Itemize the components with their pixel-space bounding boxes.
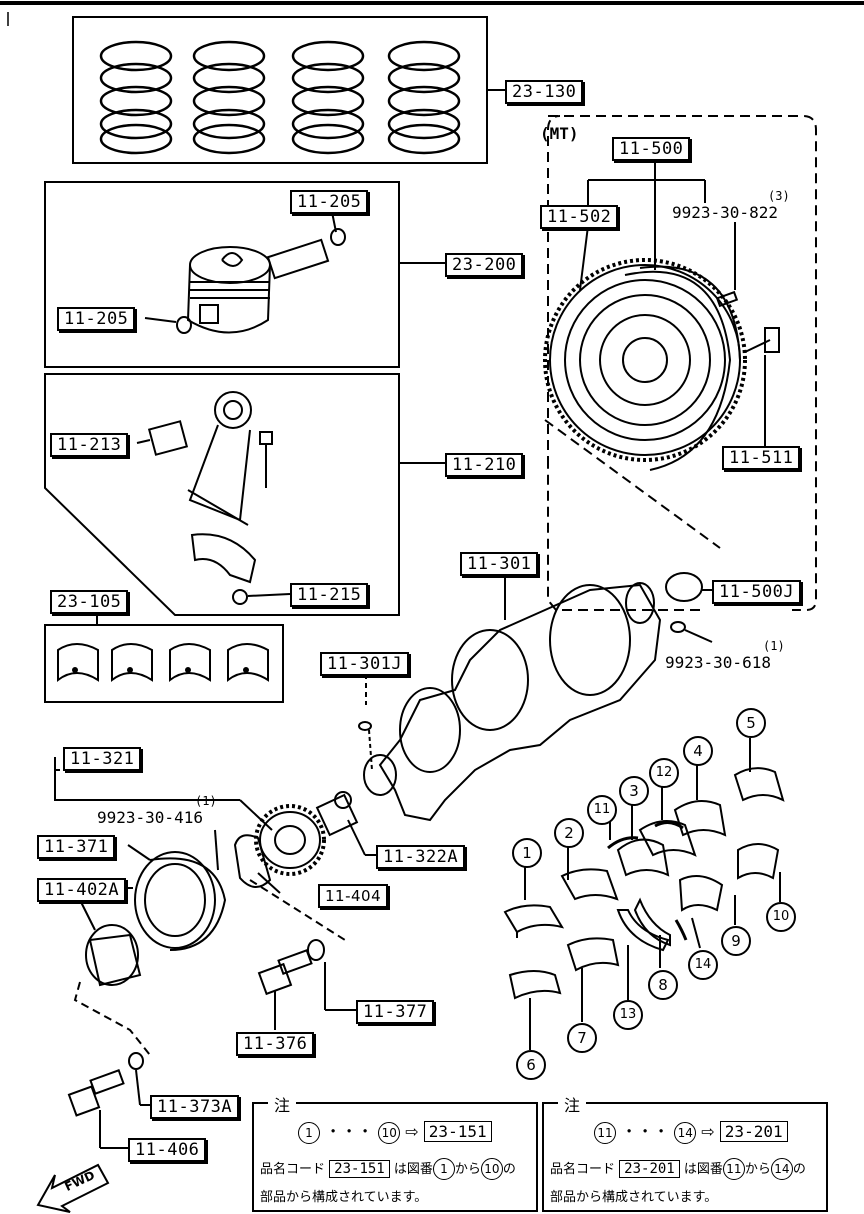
note-left-to: 10 [378,1122,401,1144]
piston-drawing [176,228,346,334]
main-bearings-drawing [57,643,269,683]
part-11-321-label[interactable]: 11-321 [63,747,142,771]
part-23-200-label[interactable]: 23-200 [445,253,524,277]
note-left-line1: 1 ・・・ 10 ⇨ 23-151 [298,1118,492,1144]
note-right-code2[interactable]: 23-201 [619,1160,680,1178]
part-11-371-label[interactable]: 11-371 [37,835,116,859]
pin-416-partno: 9923-30-416 [97,808,203,827]
note-left-dots: ・・・ [325,1122,374,1141]
note-right-code[interactable]: 23-201 [719,1121,788,1142]
part-11-376-label[interactable]: 11-376 [236,1032,315,1056]
callout-4[interactable]: 4 [683,736,713,766]
bolt-822-partno: 9923-30-822 [672,203,778,222]
note-right-arrow: ⇨ [701,1122,715,1141]
note-left-kara: から [454,1162,481,1177]
note-left-title: 注 [268,1092,297,1116]
note-right-from2: 11 [722,1158,745,1180]
mt-dashed-box [547,115,817,611]
note-left-mid: は図番 [393,1162,433,1177]
note-left-prefix: 品名コード [260,1162,326,1177]
pin-618-qty: (1) [763,639,785,653]
note-right-prefix: 品名コード [550,1162,616,1177]
piston-rings-drawing [99,40,461,155]
callout-9[interactable]: 9 [721,926,751,956]
note-right-to2: 14 [770,1158,793,1180]
note-right-line1: 11 ・・・ 14 ⇨ 23-201 [594,1118,788,1144]
note-left-to2: 10 [480,1158,503,1180]
note-right-line3: 部品から構成されています。 [550,1190,718,1205]
part-11-404-label[interactable]: 11-404 [318,884,389,908]
crankshaft-drawing [315,582,662,837]
note-left-code2[interactable]: 23-151 [329,1160,390,1178]
note-left-from: 1 [298,1122,320,1144]
bearing-shells-drawing [503,767,785,1000]
part-11-406-label[interactable]: 11-406 [128,1138,207,1162]
callout-1[interactable]: 1 [512,838,542,868]
part-11-301J-label[interactable]: 11-301J [320,652,410,676]
flywheel-drawing [543,258,780,471]
conrod-box [44,373,400,616]
part-11-500-label[interactable]: 11-500 [612,137,691,161]
part-23-105-label[interactable]: 23-105 [50,590,129,614]
part-23-130-label[interactable]: 23-130 [505,80,584,104]
part-11-215-label[interactable]: 11-215 [290,583,369,607]
mt-label: (MT) [540,124,579,143]
note-right-title: 注 [558,1092,587,1116]
note-left-code[interactable]: 23-151 [423,1121,492,1142]
note-left-no: の [502,1162,516,1177]
part-11-402A-label[interactable]: 11-402A [37,878,127,902]
callout-3[interactable]: 3 [619,776,649,806]
part-11-511-label[interactable]: 11-511 [722,446,801,470]
callout-14[interactable]: 14 [688,950,718,980]
piston-rings-box [72,16,488,164]
pin-416-qty: (1) [195,794,217,808]
conrod-drawing [147,391,273,605]
part-11-322A-label[interactable]: 11-322A [376,845,466,869]
part-11-502-label[interactable]: 11-502 [540,205,619,229]
callout-6[interactable]: 6 [516,1050,546,1080]
part-11-205-top-label[interactable]: 11-205 [290,190,369,214]
part-11-301-label[interactable]: 11-301 [460,552,539,576]
part-11-210-label[interactable]: 11-210 [445,453,524,477]
sprocket-pulley-drawing [67,804,326,1117]
callout-11[interactable]: 11 [587,795,617,825]
pin-618-partno: 9923-30-618 [665,653,771,672]
part-11-377-label[interactable]: 11-377 [356,1000,435,1024]
note-right-no: の [792,1162,806,1177]
note-right-mid: は図番 [683,1162,723,1177]
part-11-213-label[interactable]: 11-213 [50,433,129,457]
part-11-373A-label[interactable]: 11-373A [150,1095,240,1119]
callout-8[interactable]: 8 [648,970,678,1000]
piston-box [44,181,400,368]
note-right-from: 11 [594,1122,616,1144]
bolt-822-qty: (3) [768,189,790,203]
callout-5[interactable]: 5 [736,708,766,738]
bearings-box [44,624,284,703]
callout-10[interactable]: 10 [766,902,796,932]
callout-13[interactable]: 13 [613,1000,643,1030]
note-right-dots: ・・・ [621,1122,670,1141]
part-11-205-left-label[interactable]: 11-205 [57,307,136,331]
note-right-to: 14 [674,1122,697,1144]
callout-7[interactable]: 7 [567,1023,597,1053]
callout-2[interactable]: 2 [554,818,584,848]
note-left-line3: 部品から構成されています。 [260,1190,428,1205]
part-11-500J-label[interactable]: 11-500J [712,580,802,604]
note-right-kara: から [744,1162,771,1177]
callout-12[interactable]: 12 [649,758,679,788]
note-left-arrow: ⇨ [405,1122,419,1141]
fwd-arrow-shape [36,1163,110,1213]
note-left-from2: 1 [432,1158,455,1180]
